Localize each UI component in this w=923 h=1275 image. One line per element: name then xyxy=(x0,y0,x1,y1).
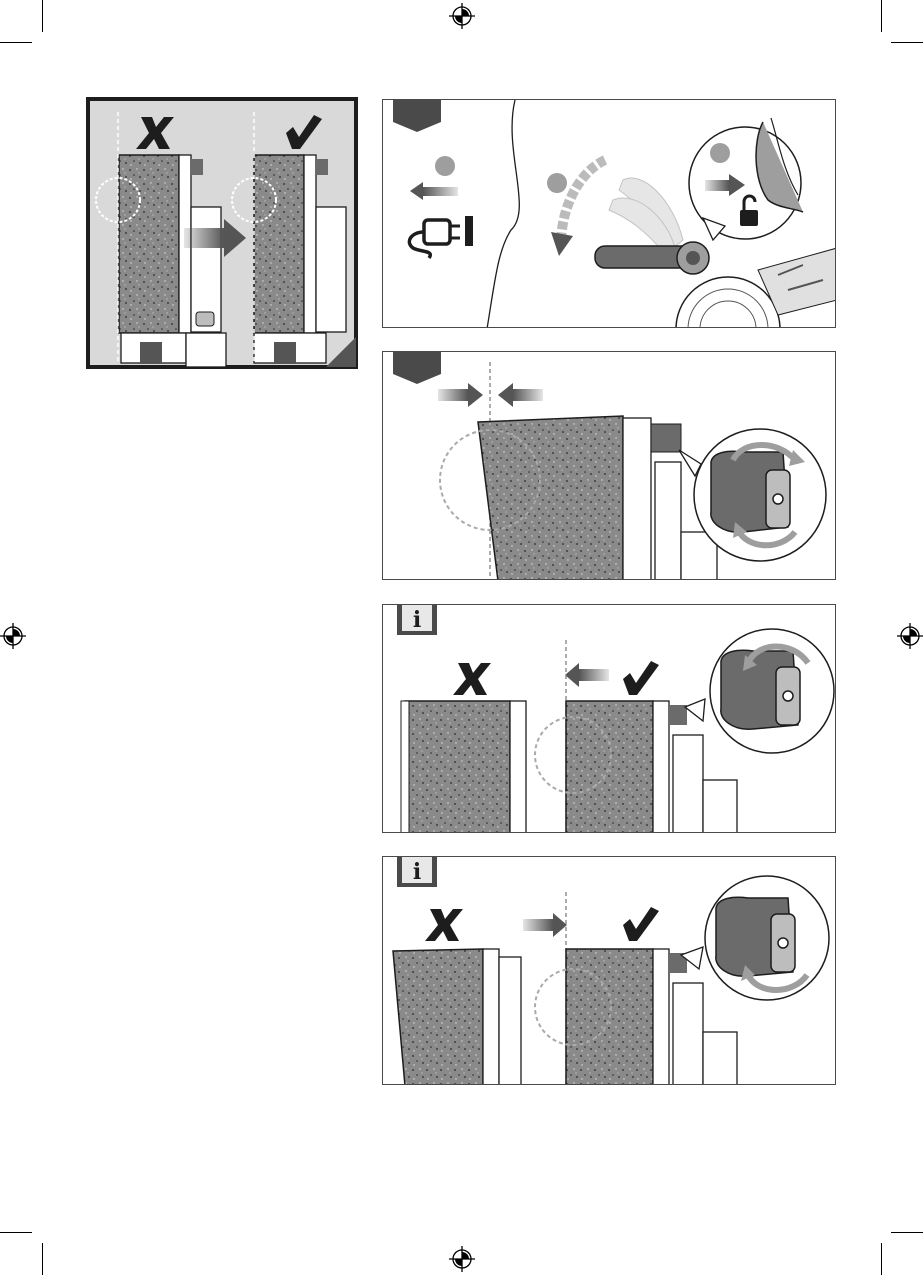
arrow-left-icon xyxy=(565,663,609,687)
wrong-mark-icon xyxy=(453,663,491,695)
crop-mark-bottom-left-v xyxy=(42,1243,43,1275)
registration-mark-right xyxy=(897,623,923,649)
step-dot-2 xyxy=(547,173,567,193)
correct-mark-icon xyxy=(623,661,659,695)
step-tab xyxy=(393,100,441,132)
info-icon-letter: i xyxy=(413,859,421,885)
lever xyxy=(595,242,709,274)
zoom-bubble xyxy=(689,118,803,240)
crop-mark-bottom-left-h xyxy=(0,1232,32,1233)
cut-line xyxy=(487,100,519,328)
figure-overview xyxy=(86,97,361,372)
unplug-icon xyxy=(409,182,473,258)
crop-mark-bottom-right-v xyxy=(881,1243,882,1275)
crop-mark-bottom-right-h xyxy=(891,1232,923,1233)
correct-mark-icon xyxy=(623,907,659,941)
registration-mark-bottom xyxy=(449,1246,475,1272)
crop-mark-top-left-v xyxy=(42,0,43,32)
crop-mark-top-right-h xyxy=(891,42,923,43)
registration-mark-top xyxy=(449,3,475,29)
belt-tool xyxy=(478,416,717,580)
lever-ghost xyxy=(609,178,683,254)
belt-tool-wrong xyxy=(401,701,526,833)
panel-info-1: i xyxy=(382,604,836,833)
wrong-mark-icon xyxy=(425,909,463,941)
arrow-right-icon xyxy=(523,913,567,937)
belt-tool-correct xyxy=(566,949,737,1085)
info-icon-letter: i xyxy=(413,607,421,633)
crop-mark-top-left-h xyxy=(0,42,32,43)
panel-step-b xyxy=(382,351,836,580)
step-dot-3 xyxy=(710,143,730,163)
adjust-knob-icon xyxy=(681,876,829,1000)
step-tab xyxy=(393,352,441,384)
step-dot-1 xyxy=(435,156,455,176)
panel-info-2: i xyxy=(382,856,836,1085)
adjust-knob-icon xyxy=(685,629,834,753)
belt-tool-wrong xyxy=(393,949,521,1085)
registration-mark-left xyxy=(0,623,26,649)
crop-mark-top-right-v xyxy=(881,0,882,32)
panel-step-a xyxy=(382,99,836,328)
